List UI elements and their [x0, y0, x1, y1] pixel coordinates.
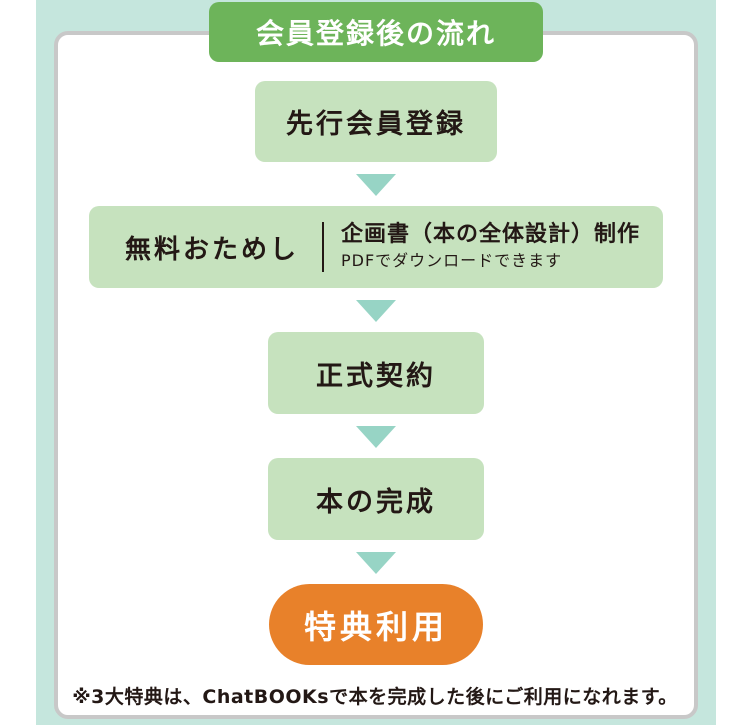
step-formal-contract: 正式契約	[268, 332, 484, 414]
step-label: 本の完成	[316, 486, 436, 518]
flow-title: 会員登録後の流れ	[209, 2, 543, 62]
free-trial-label: 無料おためし	[125, 234, 300, 265]
triangle-down-arrow-icon	[356, 174, 396, 196]
triangle-down-arrow-icon	[356, 300, 396, 322]
triangle-down-arrow-icon	[356, 426, 396, 448]
step-pre-registration: 先行会員登録	[255, 81, 497, 162]
step-book-completion: 本の完成	[268, 458, 484, 540]
divider	[322, 222, 324, 272]
triangle-down-arrow-icon	[356, 552, 396, 574]
pdf-download-note: PDFでダウンロードできます	[341, 251, 563, 270]
step-label: 正式契約	[316, 360, 436, 392]
step-free-trial: 無料おためし 企画書（本の全体設計）制作 PDFでダウンロードできます	[89, 206, 663, 288]
footnote: ※3大特典は、ChatBOOKsで本を完成した後にご利用になれます。	[72, 686, 678, 708]
step-label: 先行会員登録	[286, 109, 466, 140]
free-trial-detail: 企画書（本の全体設計）制作 PDFでダウンロードできます	[341, 220, 640, 272]
proposal-production-label: 企画書（本の全体設計）制作	[341, 222, 641, 247]
step-benefit-use: 特典利用	[269, 584, 483, 665]
